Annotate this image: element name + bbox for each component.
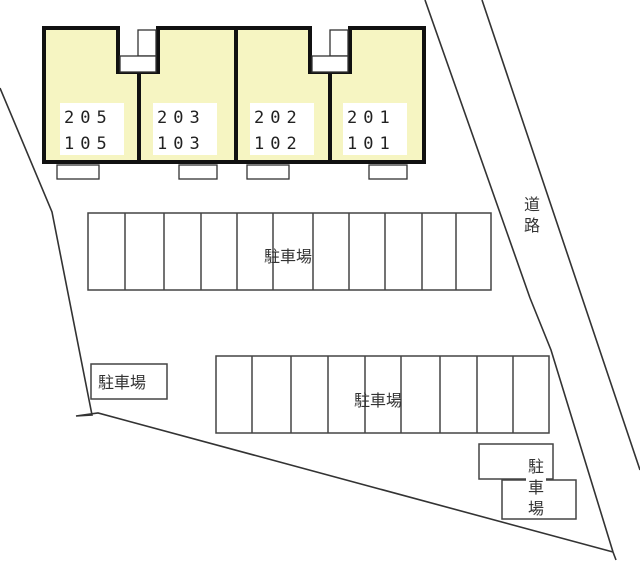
unit-number-lower: 101 (347, 134, 396, 154)
road: 道 路 (424, 0, 640, 471)
parking-label-lower: 駐車場 (354, 391, 402, 410)
porch-203 (178, 164, 218, 180)
boundary-left (0, 87, 614, 553)
stair-landing-left (119, 55, 157, 73)
parking-label-left: 駐車場 (98, 373, 146, 392)
unit-label-205-105: 205 105 (60, 103, 124, 155)
porch-201 (368, 164, 408, 180)
porch-205 (56, 164, 100, 180)
boundary-right (529, 297, 617, 561)
parking-dividers (251, 356, 514, 433)
parking-label-char-2: 車 (528, 478, 544, 497)
unit-number-upper: 201 (347, 108, 396, 128)
unit-number-lower: 102 (254, 134, 303, 154)
road-right-edge (481, 0, 640, 471)
porch-202 (246, 164, 290, 180)
parking-dividers (124, 213, 457, 290)
road-label-char-2: 路 (524, 216, 540, 235)
parking-row-outline (215, 355, 550, 434)
label-bg (343, 103, 407, 155)
parking-box-outline (90, 363, 168, 400)
unit-label-201-101: 201 101 (343, 103, 407, 155)
road-label-char-1: 道 (524, 195, 540, 214)
unit-label-202-102: 202 102 (250, 103, 314, 155)
parking-box-upper (478, 443, 554, 480)
parking-label-char-1: 駐 (528, 457, 544, 476)
parking-row-outline (87, 212, 492, 291)
parking-lower-row: 駐車場 (215, 355, 550, 434)
road-left-edge (424, 0, 531, 299)
unit-number-upper: 203 (157, 108, 206, 128)
parking-label-char-3: 場 (528, 499, 544, 518)
building: 205 105 203 103 202 102 201 101 (42, 26, 426, 180)
label-bg (60, 103, 124, 155)
parking-box-lower (501, 479, 577, 520)
parking-bottom-right: 駐 車 場 (478, 443, 577, 520)
parking-label-upper: 駐車場 (264, 247, 312, 266)
site-boundary (0, 87, 617, 561)
unit-label-203-103: 203 103 (153, 103, 217, 155)
unit-number-upper: 202 (254, 108, 303, 128)
label-gap (526, 478, 546, 482)
label-bg (250, 103, 314, 155)
unit-number-lower: 105 (64, 134, 113, 154)
stair-box-left (137, 29, 157, 57)
unit-number-lower: 103 (157, 134, 206, 154)
parking-upper-row: 駐車場 (87, 212, 492, 291)
stair-landing-right (311, 55, 349, 73)
parking-left-box: 駐車場 (90, 363, 168, 400)
label-bg (153, 103, 217, 155)
stair-box-right (329, 29, 349, 57)
unit-number-upper: 205 (64, 108, 113, 128)
